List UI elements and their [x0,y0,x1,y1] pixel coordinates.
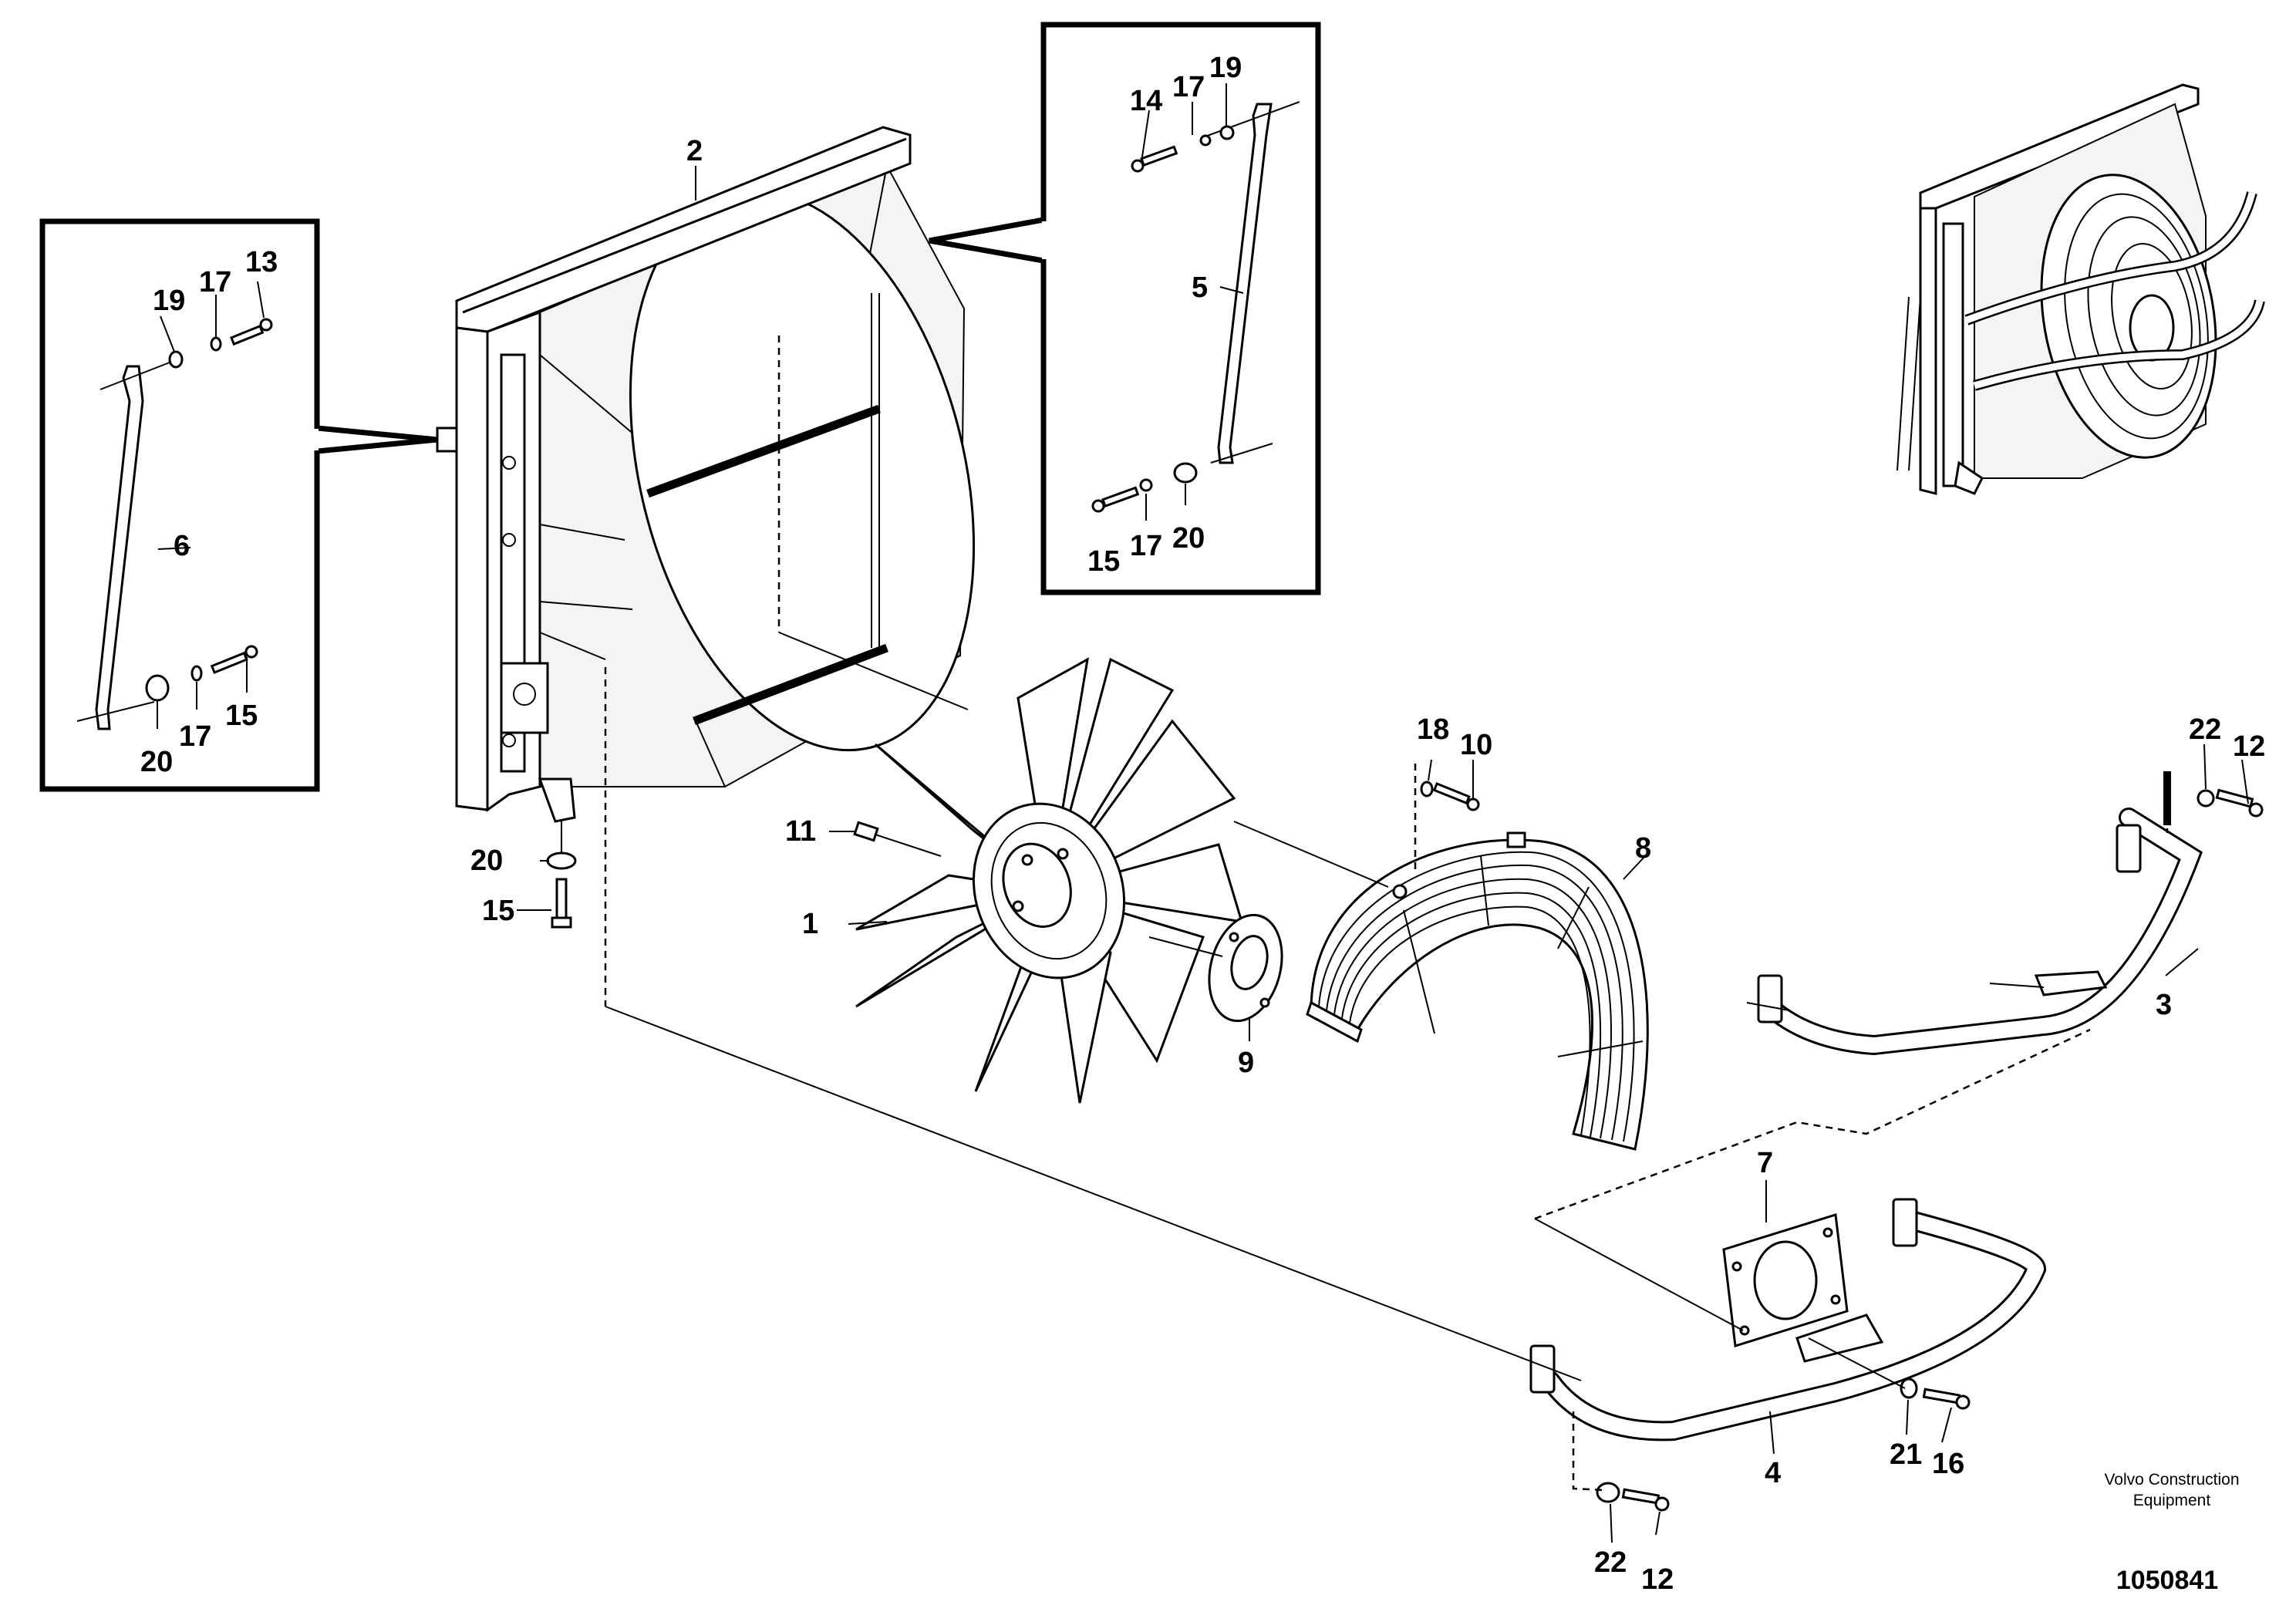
inset-box-strap-5 [929,22,1321,595]
callout-14: 14 [1130,85,1162,117]
callout-6: 6 [174,530,190,562]
callout-20-top: 20 [1172,522,1205,555]
radiator-shroud-assembly [436,126,976,823]
tube-bracket-lower [1529,1198,2047,1512]
assembled-view [1896,83,2265,495]
fan-guard [1306,831,1649,1151]
brand-line-1: Volvo Construction [2104,1471,2239,1489]
callout-19-left: 19 [153,285,185,317]
cooling-fan [855,657,1244,1104]
callout-8: 8 [1635,832,1651,865]
callout-19-top: 19 [1209,52,1242,84]
callout-17-top-lower: 17 [1130,530,1162,562]
callout-9: 9 [1238,1047,1254,1079]
callout-20-bottom: 20 [470,845,503,877]
callout-12-top: 12 [2233,730,2265,763]
callout-22-bottom: 22 [1594,1546,1627,1579]
callout-21: 21 [1890,1438,1922,1471]
callout-15-bottom: 15 [482,895,514,927]
callout-18: 18 [1417,713,1449,746]
leader-lines [157,83,2249,1543]
adapter-plate [1208,913,1283,1023]
publisher-footer: Volvo Construction Equipment 1050841 [2104,1471,2239,1595]
callout-15-left: 15 [225,700,258,732]
document-number: 1050841 [2116,1566,2218,1595]
assembly-reference-lines [539,336,2169,1492]
callout-16: 16 [1932,1448,1964,1480]
mounting-plate [1722,1213,1849,1347]
callout-labels: 2 5 6 14 17 19 15 17 20 19 17 13 20 17 1… [140,52,2265,1596]
callout-5: 5 [1192,271,1208,304]
callout-4: 4 [1765,1457,1781,1489]
inset-box-strap-6 [39,218,438,792]
callout-10: 10 [1460,729,1492,761]
callout-13: 13 [245,246,278,278]
tube-bracket-upper [1746,771,2264,1056]
bottom-bolt-washer [546,819,577,929]
callout-17-top: 17 [1172,71,1205,103]
callout-20-left: 20 [140,746,173,778]
callout-7: 7 [1757,1147,1773,1179]
callout-15-top: 15 [1087,545,1120,578]
brand-line-2: Equipment [2133,1492,2211,1509]
callout-17-left: 17 [199,266,231,298]
callout-11: 11 [785,815,816,848]
callout-17-left-lower: 17 [179,720,211,753]
callout-2: 2 [686,135,703,167]
callout-3: 3 [2156,989,2172,1021]
callout-1: 1 [802,908,818,940]
callout-12-bottom: 12 [1641,1563,1674,1596]
callout-22-top: 22 [2189,713,2221,746]
